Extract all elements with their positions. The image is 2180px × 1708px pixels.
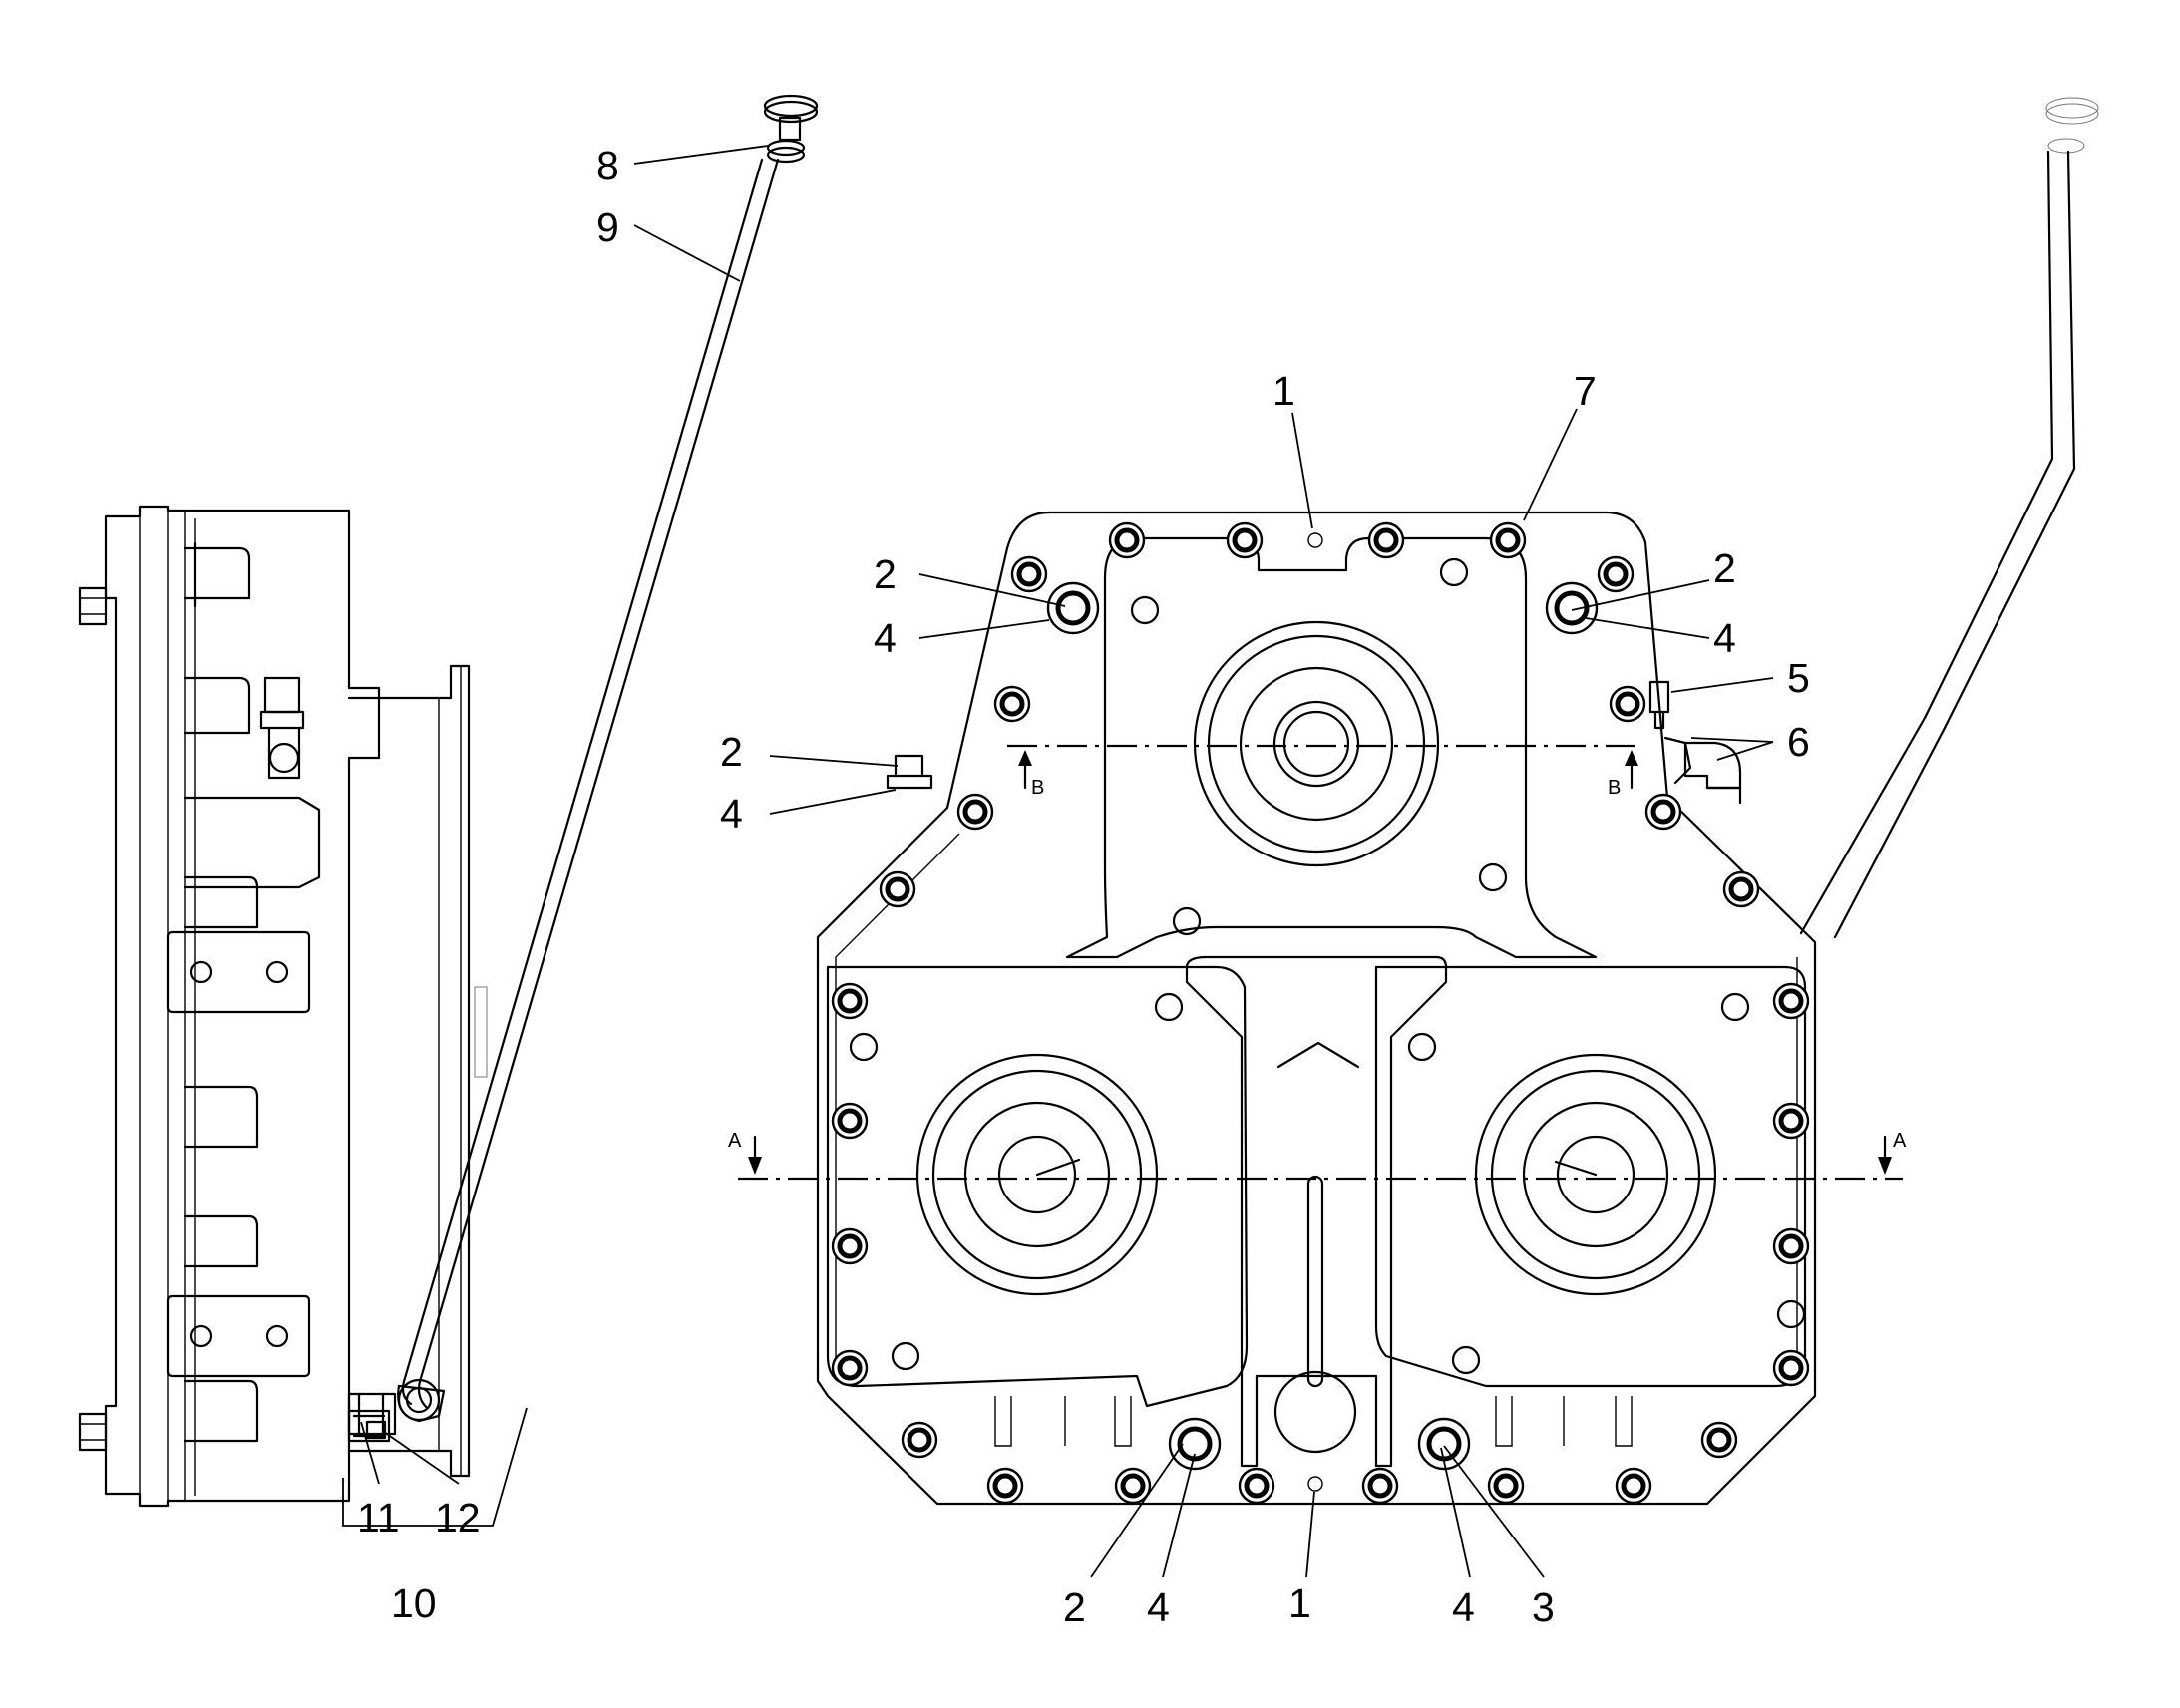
bolt-head-inner (1373, 527, 1399, 553)
bolt-head-inner (1621, 1473, 1646, 1499)
side-view-housing (78, 505, 488, 1508)
small-holes (849, 532, 1806, 1492)
fitting-5-6 (1648, 680, 1742, 805)
bolt-head-inner (837, 1233, 863, 1259)
bolt-head-inner (1244, 1473, 1270, 1499)
callout-2-upper-left: 2 (874, 551, 897, 597)
callout-6: 6 (1787, 719, 1810, 765)
section-line-a (738, 1135, 1903, 1181)
bolt-head-inner (1177, 1426, 1213, 1462)
bolt-head-inner (1650, 799, 1676, 825)
bolt-head-inner (1120, 1473, 1146, 1499)
callout-4-left: 4 (720, 791, 743, 837)
fitting-11-12 (347, 1392, 397, 1440)
bolt-head-inner (1778, 1108, 1804, 1134)
bolt-head (1545, 581, 1599, 635)
callout-12: 12 (435, 1495, 481, 1540)
plug-left-edge (886, 754, 933, 790)
cover-plate-front-view (816, 511, 1817, 1506)
callout-11: 11 (357, 1495, 400, 1540)
callout-7: 7 (1574, 368, 1597, 414)
bolt-head (1417, 1417, 1471, 1471)
callout-10: 10 (391, 1580, 437, 1626)
bolt-heads (831, 521, 1810, 1505)
bearing-boss-right (1474, 1053, 1717, 1296)
bolt-head-inner (1055, 590, 1091, 626)
callout-4-bottom: 4 (1147, 1584, 1170, 1630)
callout-4-upper-left: 4 (874, 615, 897, 661)
callout-1-bottom: 1 (1288, 1580, 1311, 1626)
bolt-head-inner (992, 1473, 1018, 1499)
bolt-head-inner (1603, 561, 1629, 587)
bolt-head-inner (1367, 1473, 1393, 1499)
bolt-head-inner (907, 1427, 932, 1453)
bolt-head-inner (885, 876, 910, 902)
bolt-head-inner (1778, 1233, 1804, 1259)
bolt-head (1046, 581, 1100, 635)
callout-5: 5 (1787, 655, 1810, 701)
section-b-right: B (1608, 777, 1621, 799)
bolt-head-inner (1615, 691, 1640, 717)
bolt-head-inner (1778, 988, 1804, 1014)
callout-9: 9 (596, 204, 619, 250)
section-a-right: A (1893, 1130, 1907, 1152)
callout-4-upper-right: 4 (1713, 615, 1736, 661)
bearing-boss-left (915, 1053, 1159, 1296)
bolt-head-inner (1232, 527, 1258, 553)
bolt-head-inner (837, 1355, 863, 1381)
section-b-left: B (1031, 777, 1044, 799)
bolt-head-inner (1554, 590, 1590, 626)
callout-2-left: 2 (720, 729, 743, 775)
bolt-head-inner (1016, 561, 1042, 587)
callout-4-bottom-right: 4 (1452, 1584, 1475, 1630)
callout-3: 3 (1532, 1584, 1555, 1630)
callout-8: 8 (596, 143, 619, 188)
bolt-head-inner (1706, 1427, 1732, 1453)
callout-labels: 8 9 1 7 2 4 2 4 5 6 2 4 11 12 10 2 4 1 4… (357, 143, 1810, 1630)
bolt-head-inner (837, 988, 863, 1014)
dipstick-tube-assembly (397, 94, 819, 1423)
section-a-left: A (728, 1130, 742, 1152)
section-line-b (1007, 744, 1643, 790)
bolt-head-inner (1493, 1473, 1519, 1499)
bolt-head-inner (1495, 527, 1521, 553)
bolt-head-inner (962, 799, 988, 825)
callout-1-top: 1 (1272, 368, 1295, 414)
callout-2-upper-right: 2 (1713, 545, 1736, 591)
callout-2-bottom: 2 (1063, 1584, 1086, 1630)
bolt-head-inner (837, 1108, 863, 1134)
bolt-head (1168, 1417, 1222, 1471)
bolt-head-inner (1728, 876, 1754, 902)
right-dipstick-outline (1799, 97, 2099, 939)
section-letters: A A B B (728, 777, 1907, 1152)
bolt-head-inner (1778, 1355, 1804, 1381)
bolt-head-inner (999, 691, 1025, 717)
bolt-head-inner (1114, 527, 1140, 553)
bearing-boss-top (1193, 620, 1440, 867)
leader-lines (342, 145, 1774, 1578)
